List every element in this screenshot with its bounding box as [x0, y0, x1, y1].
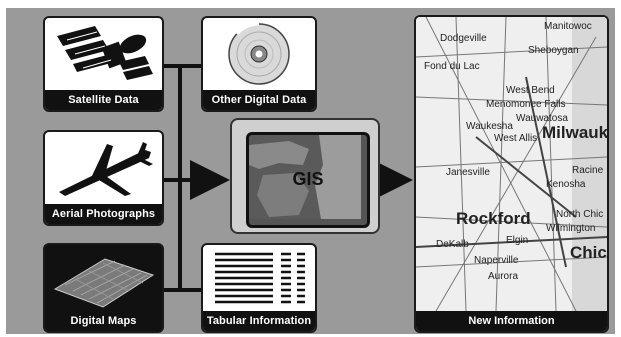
tabular-information-label: Tabular Information — [203, 311, 315, 331]
gis-screen: GIS — [246, 132, 370, 228]
digital-maps-label: Digital Maps — [45, 311, 162, 331]
map-place: West Allis — [494, 133, 538, 144]
map-place: Elgin — [506, 235, 529, 246]
map-place: Waukesha — [466, 121, 513, 132]
map-place: Aurora — [488, 271, 519, 282]
satellite-data-label: Satellite Data — [45, 90, 162, 110]
new-information-label: New Information — [416, 311, 607, 331]
gis-computer: GIS — [230, 118, 380, 234]
aerial-photographs-card: Aerial Photographs — [43, 130, 164, 226]
map-place: Racine — [572, 165, 604, 176]
map-place: Milwauk — [542, 123, 609, 142]
new-information-card: Manitowoc Dodgeville Sheboygan Fond du L… — [414, 15, 609, 333]
map-place: Janesville — [446, 167, 490, 178]
other-digital-data-card: Other Digital Data — [201, 16, 317, 112]
top-margin — [0, 0, 621, 8]
map-place: Kenosha — [546, 179, 586, 190]
other-digital-data-label: Other Digital Data — [203, 90, 315, 110]
table-icon — [215, 252, 305, 304]
cd-disc-icon — [228, 22, 290, 85]
great-lakes-map-graphic — [249, 135, 361, 219]
map-place: Wilmington — [546, 223, 596, 234]
map-place: Manitowoc — [544, 21, 592, 32]
satellite-icon — [57, 26, 153, 80]
road-map-graphic — [416, 17, 607, 311]
tabular-information-card: Tabular Information — [201, 243, 317, 333]
map-place: Wauwatosa — [516, 113, 568, 124]
airplane-icon — [59, 142, 153, 196]
map-place: Chic — [570, 243, 607, 262]
map-place: Dodgeville — [440, 33, 487, 44]
map-place: Rockford — [456, 209, 531, 228]
aerial-photographs-label: Aerial Photographs — [45, 204, 162, 224]
terrain-surface-icon — [53, 258, 155, 308]
map-place: Menomonee Falls — [486, 99, 566, 110]
map-place: North Chic — [556, 209, 604, 220]
map-place: West Bend — [506, 85, 555, 96]
satellite-data-card: Satellite Data — [43, 16, 164, 112]
gis-label: GIS — [292, 169, 324, 189]
map-place: Naperville — [474, 255, 519, 266]
map-place: Fond du Lac — [424, 61, 480, 72]
map-place: DeKalb — [436, 239, 469, 250]
digital-maps-card: Digital Maps — [43, 243, 164, 333]
map-place: Sheboygan — [528, 45, 579, 56]
